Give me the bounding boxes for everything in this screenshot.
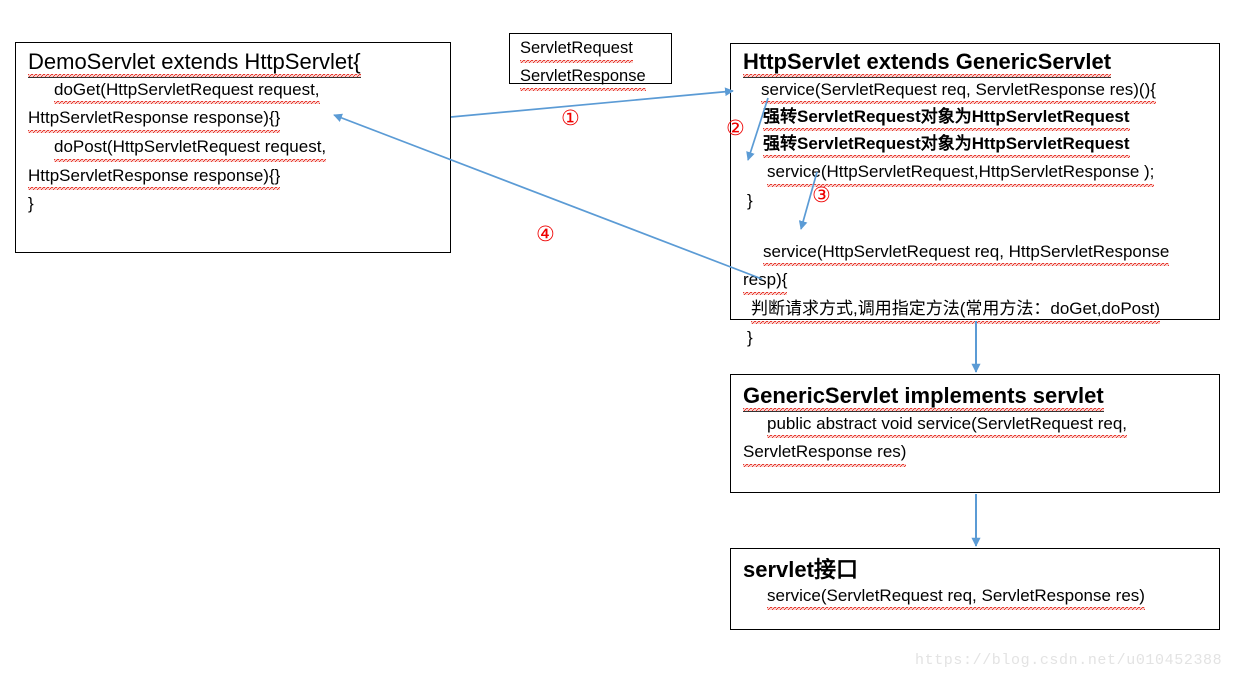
http-servlet-dispatch-line: 判断请求方式,调用指定方法(常用方法：doGet,doPost) bbox=[743, 296, 1211, 326]
box-servlet-interface: servlet接口 service(ServletRequest req, Se… bbox=[730, 548, 1220, 630]
http-servlet-title: HttpServlet extends GenericServlet bbox=[743, 49, 1211, 78]
watermark-url: https://blog.csdn.net/u010452388 bbox=[915, 652, 1223, 669]
http-servlet-cast-line-1: 强转ServletRequest对象为HttpServletRequest bbox=[743, 106, 1211, 134]
http-servlet-inner-service-call: service(HttpServletRequest,HttpServletRe… bbox=[743, 160, 1211, 189]
note-line-servlet-request: ServletRequest bbox=[520, 37, 663, 65]
demo-servlet-line-1: doGet(HttpServletRequest request, bbox=[28, 77, 440, 107]
http-servlet-service2-line-a: service(HttpServletRequest req, HttpServ… bbox=[743, 239, 1211, 269]
note-line-servlet-response: ServletResponse bbox=[520, 64, 663, 93]
demo-servlet-line-3: doPost(HttpServletRequest request, bbox=[28, 135, 440, 164]
http-servlet-service-signature: service(ServletRequest req, ServletRespo… bbox=[743, 77, 1211, 107]
http-servlet-brace-2: } bbox=[747, 327, 753, 347]
box-generic-servlet: GenericServlet implements servlet public… bbox=[730, 374, 1220, 493]
servlet-interface-line-1: service(ServletRequest req, ServletRespo… bbox=[743, 583, 1211, 613]
box-demo-servlet: DemoServlet extends HttpServlet{ doGet(H… bbox=[15, 42, 451, 253]
box-servlet-request-response-note: ServletRequest ServletResponse bbox=[509, 33, 672, 93]
box-http-servlet: HttpServlet extends GenericServlet servi… bbox=[730, 43, 1220, 347]
demo-servlet-title-text: DemoServlet extends HttpServlet{ bbox=[28, 49, 361, 78]
http-servlet-spacer bbox=[743, 214, 1211, 240]
generic-servlet-title: GenericServlet implements servlet bbox=[743, 383, 1211, 412]
http-servlet-cast-line-2: 强转ServletRequest对象为HttpServletRequest bbox=[743, 133, 1211, 161]
demo-servlet-line-2: HttpServletResponse response){} bbox=[28, 106, 440, 136]
servlet-interface-title: servlet接口 bbox=[743, 557, 858, 582]
demo-servlet-line-4: HttpServletResponse response){} bbox=[28, 163, 440, 193]
generic-servlet-line-2: ServletResponse res) bbox=[743, 440, 1211, 470]
http-servlet-service2-line-b: resp){ bbox=[743, 268, 1211, 297]
demo-servlet-line-5: } bbox=[28, 194, 34, 214]
annotation-step-1: ① bbox=[561, 106, 580, 130]
generic-servlet-line-1: public abstract void service(ServletRequ… bbox=[743, 411, 1211, 441]
annotation-step-3: ③ bbox=[812, 183, 831, 207]
demo-servlet-title: DemoServlet extends HttpServlet{ bbox=[28, 49, 440, 78]
annotation-step-2: ② bbox=[726, 116, 745, 140]
annotation-step-4: ④ bbox=[536, 222, 555, 246]
